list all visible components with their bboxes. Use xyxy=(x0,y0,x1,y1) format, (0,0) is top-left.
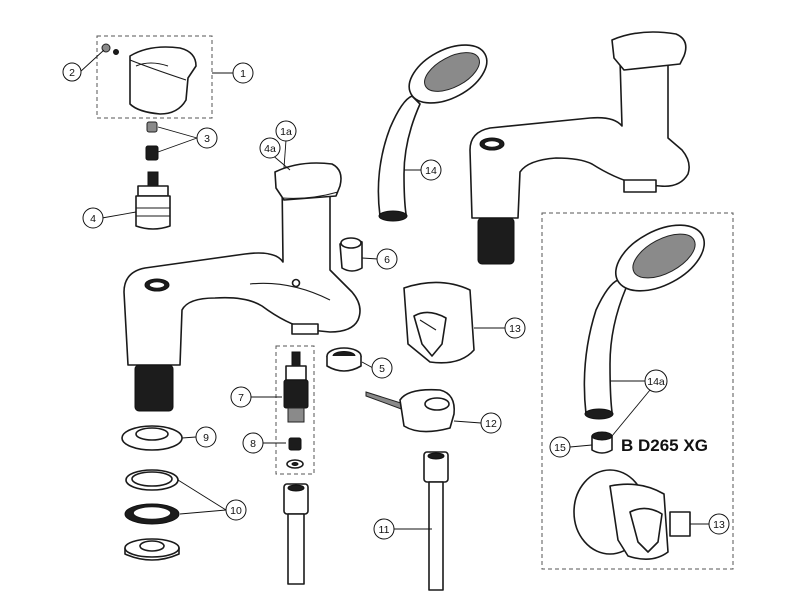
seal-ring-middle-part xyxy=(124,503,180,525)
svg-text:12: 12 xyxy=(485,418,497,430)
callout-11: 11 xyxy=(373,518,395,540)
callout-14a: 14a xyxy=(644,369,668,393)
back-nut-part xyxy=(124,538,180,561)
callout-12: 12 xyxy=(480,412,502,434)
screw-and-nut-part xyxy=(145,121,159,161)
callout-9: 9 xyxy=(195,426,217,448)
callout-13: 13 xyxy=(504,317,526,339)
svg-text:3: 3 xyxy=(204,133,210,145)
diverter-knob-part xyxy=(339,237,363,272)
svg-text:6: 6 xyxy=(384,254,390,266)
svg-text:1: 1 xyxy=(240,68,246,80)
svg-text:10: 10 xyxy=(230,505,242,517)
svg-text:4a: 4a xyxy=(264,143,276,155)
shower-hose-part xyxy=(423,451,449,591)
svg-text:13: 13 xyxy=(509,323,521,335)
handle-kit-frame xyxy=(96,35,213,119)
svg-text:9: 9 xyxy=(203,432,209,444)
bath-filler-body-part xyxy=(123,162,361,412)
callout-6: 6 xyxy=(376,248,398,270)
svg-text:13: 13 xyxy=(713,519,725,531)
callout-5: 5 xyxy=(371,357,393,379)
callout-7: 7 xyxy=(230,386,252,408)
valve-cartridge-part xyxy=(135,171,171,230)
washer-part xyxy=(591,431,613,454)
svg-text:1a: 1a xyxy=(280,126,292,138)
svg-text:4: 4 xyxy=(90,213,96,225)
callout-1: 1 xyxy=(232,62,254,84)
wall-holder-kit-part xyxy=(573,469,691,560)
svg-text:14: 14 xyxy=(425,165,437,177)
callout-3: 3 xyxy=(196,127,218,149)
shower-holder-part xyxy=(403,281,475,364)
svg-text:8: 8 xyxy=(250,438,256,450)
callout-1a: 1a xyxy=(275,120,297,142)
hose-connector-left-part xyxy=(283,483,309,585)
seal-ring-upper-part xyxy=(125,469,179,491)
svg-text:14a: 14a xyxy=(647,376,665,388)
callout-4: 4 xyxy=(82,207,104,229)
callout-13-kit: 13 xyxy=(708,513,730,535)
hand-shower-part xyxy=(377,44,488,222)
aerator-part xyxy=(326,347,362,372)
hand-shower-kit-part xyxy=(583,224,706,420)
callout-15: 15 xyxy=(549,436,571,458)
svg-text:11: 11 xyxy=(379,524,390,536)
callout-10: 10 xyxy=(225,499,247,521)
svg-text:15: 15 xyxy=(554,442,566,454)
lever-handle-part xyxy=(129,46,197,115)
cartridge-kit-frame xyxy=(275,345,315,475)
wall-bracket-screw-part xyxy=(365,388,456,433)
callout-14: 14 xyxy=(420,159,442,181)
svg-text:5: 5 xyxy=(379,363,385,375)
flange-part xyxy=(121,425,183,451)
callout-4a: 4a xyxy=(259,137,281,159)
callout-2: 2 xyxy=(62,62,82,82)
grub-screw-part xyxy=(101,43,119,55)
model-code-label: B D265 XG xyxy=(621,436,708,455)
svg-text:7: 7 xyxy=(238,392,244,404)
svg-text:2: 2 xyxy=(69,67,75,79)
diverter-cartridge-part xyxy=(283,351,309,423)
assembled-bath-filler-part xyxy=(469,31,690,265)
callout-8: 8 xyxy=(242,432,264,454)
small-nut-part xyxy=(286,437,304,469)
